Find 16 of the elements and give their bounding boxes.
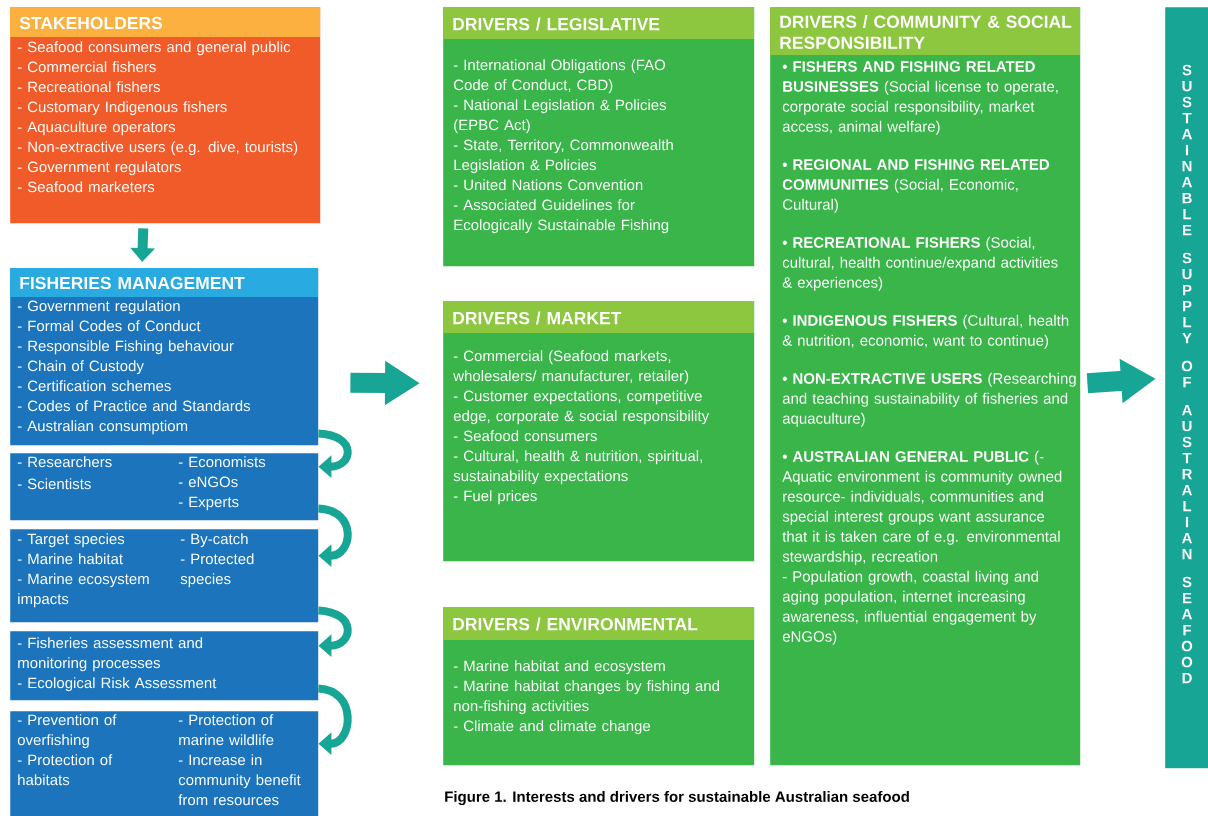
curved-arrow bbox=[317, 504, 352, 568]
vertical-banner: SUSTAINABLE SUPPLY OF AUSTRALIAN SEAFOOD bbox=[1165, 7, 1208, 769]
list-panel: - Researchers - Scientists - Economists - eNGOs - Experts bbox=[10, 453, 319, 521]
titled-panel: DRIVERS / MARKET - Commercial (Seafood markets, wholesalers/ manufacturer, retailer) - Customer expectations, competitive edge, corporate & social responsibility - Seafood consumers - Cultural, health & nutrition, spiritual, sustainability expectations - Fuel prices bbox=[443, 301, 755, 562]
list-panel: - Target species - Marine habitat - Marine ecosystem impacts - By-catch - Protected species bbox=[10, 529, 319, 623]
figure-caption: Figure 1. Interests and drivers for sustainable Australian seafood bbox=[445, 790, 909, 805]
titled-panel: DRIVERS / COMMUNITY & SOCIAL RESPONSIBILITY • FISHERS AND FISHING RELATED BUSINESSES (Social license to operate, corporate social responsibility, market access, animal welfare) • REGIONAL AND FISHING RELATED COMMUNITIES (Social, Economic, Cultural) • RECREATIONAL FISHERS (Social, cultural, health continue/expand activities & experiences) • INDIGENOUS FISHERS (Cultural, health & nutrition, economic, want to continue) • NON-EXTRACTIVE USERS (Researching and teaching sustainability of fisheries and aquaculture) • AUSTRALIAN GENERAL PUBLIC (- Aquatic environment is community owned resource- individuals, communities and special interest groups want assurance that it is taken care of e.g. environmental stewardship, recreation - Population growth, coastal living and aging population, internet increasing awareness, influential engagement by eNGOs) bbox=[770, 7, 1081, 766]
titled-panel: DRIVERS / LEGISLATIVE - International Obligations (FAO Code of Conduct, CBD) - National Legislation & Policies (EPBC Act) - State, Territory, Commonwealth Legislation & Policies - United Nations Convention - Associated Guidelines for Ecologically Sustainable Fishing bbox=[443, 7, 755, 267]
curved-arrow bbox=[317, 429, 352, 479]
titled-panel: STAKEHOLDERS - Seafood consumers and general public - Commercial fishers - Recreational fishers - Customary Indigenous fishers - Aquaculture operators - Non-extractive users (e.g. dive, tourists) - Government regulators - Seafood marketers bbox=[10, 7, 321, 224]
titled-panel: DRIVERS / ENVIRONMENTAL - Marine habitat and ecosystem - Marine habitat changes by fishing and non-fishing activities - Climate and climate change bbox=[443, 607, 755, 766]
list-panel: - Fisheries assessment and monitoring processes - Ecological Risk Assessment bbox=[10, 631, 319, 701]
list-panel: - Prevention of overfishing - Protection of habitats - Protection of marine wildlife - Increase in community benefit from resources bbox=[10, 711, 319, 816]
curved-arrow bbox=[317, 684, 352, 756]
curved-arrow bbox=[317, 606, 352, 658]
titled-panel: FISHERIES MANAGEMENT - Government regulation - Formal Codes of Conduct - Responsible Fishing behaviour - Chain of Custody - Certification schemes - Codes of Practice and Standards - Australian consumptiom bbox=[10, 268, 319, 446]
